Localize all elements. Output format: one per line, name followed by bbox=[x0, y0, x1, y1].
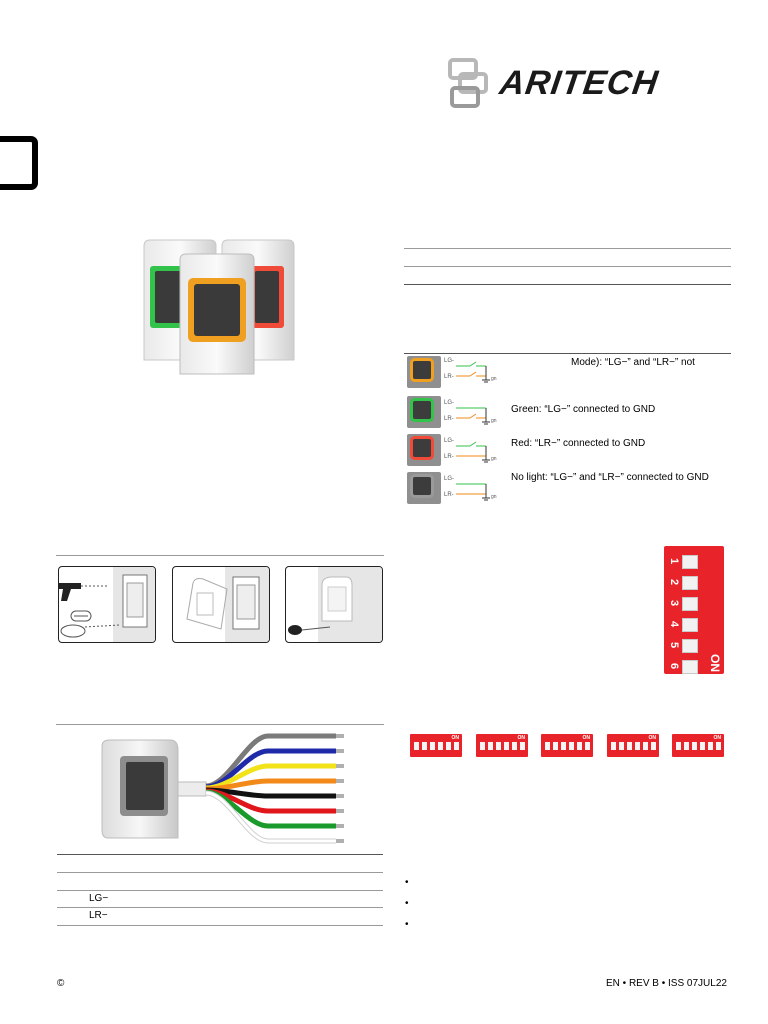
led-swatch-green bbox=[407, 396, 441, 428]
dip-toggle bbox=[682, 576, 698, 590]
switch-diagram-icon bbox=[456, 441, 490, 463]
dip-number: 4 bbox=[668, 620, 680, 628]
bullet-icon: • bbox=[405, 919, 409, 930]
terminal-label: LR- bbox=[444, 492, 454, 498]
brand-name: ARITECH bbox=[497, 64, 661, 102]
dip-on-label: ON bbox=[708, 654, 722, 672]
led-swatch-orange bbox=[407, 356, 441, 388]
dip-example: ON bbox=[607, 734, 659, 757]
dip-example: ON bbox=[541, 734, 593, 757]
install-step-1-image bbox=[58, 566, 156, 643]
dip-example-on-label: ON bbox=[517, 735, 526, 741]
rule bbox=[57, 872, 383, 873]
led-mode-label: Green: “LG−” connected to GND bbox=[511, 404, 656, 415]
wire-tip-2 bbox=[336, 764, 344, 768]
footer-revision: EN • REV B • ISS 07JUL22 bbox=[606, 978, 727, 989]
page-edge-tab bbox=[0, 136, 38, 190]
led-swatch-off bbox=[407, 472, 441, 504]
dip-example-on-label: ON bbox=[648, 735, 657, 741]
rule bbox=[57, 907, 383, 908]
led-mode-label: No light: “LG−” and “LR−” connected to G… bbox=[511, 472, 709, 483]
dip-number: 5 bbox=[668, 641, 680, 649]
install-step-2-image bbox=[172, 566, 270, 643]
dip-toggle bbox=[682, 555, 698, 569]
rule bbox=[404, 266, 731, 267]
dip-toggle bbox=[682, 639, 698, 653]
terminal-label: LG- bbox=[444, 400, 455, 406]
rule bbox=[57, 890, 383, 891]
dip-example: ON bbox=[672, 734, 724, 757]
wire-table-cell: LG− bbox=[89, 893, 109, 904]
terminal-label: LG- bbox=[444, 438, 455, 444]
led-mode-label: Mode): “LG−” and “LR−” not bbox=[571, 357, 695, 368]
wire-tip-6 bbox=[336, 824, 344, 828]
dip-example-on-label: ON bbox=[451, 735, 460, 741]
wire-7-core bbox=[205, 791, 336, 843]
ground-label: gn bbox=[491, 418, 497, 424]
wire-tip-4 bbox=[336, 794, 344, 798]
bullet-icon: • bbox=[405, 898, 409, 909]
wire-tip-3 bbox=[336, 779, 344, 783]
terminal-label: LR- bbox=[444, 454, 454, 460]
ground-label: gn bbox=[491, 376, 497, 382]
dip-example-on-label: ON bbox=[582, 735, 591, 741]
dip-example: ON bbox=[476, 734, 528, 757]
rule bbox=[57, 925, 383, 926]
dip-example: ON bbox=[410, 734, 462, 757]
ground-label: gn bbox=[491, 494, 497, 500]
wire-table-cell: LR− bbox=[89, 910, 108, 921]
install-step-3-image bbox=[285, 566, 383, 643]
dip-number: 2 bbox=[668, 578, 680, 586]
dip-example-on-label: ON bbox=[713, 735, 722, 741]
bullet-icon: • bbox=[405, 877, 409, 888]
product-readers-image bbox=[143, 239, 295, 375]
dip-number: 6 bbox=[668, 662, 680, 670]
dip-switch-6: 1 2 3 4 5 6 ON bbox=[664, 546, 724, 674]
switch-diagram-icon bbox=[456, 407, 490, 425]
terminal-label: LR- bbox=[444, 374, 454, 380]
footer-copyright: © bbox=[57, 978, 65, 989]
switch-diagram-icon bbox=[456, 361, 490, 383]
wire-bundle bbox=[205, 733, 344, 844]
terminal-label: LG- bbox=[444, 358, 455, 364]
dip-toggle bbox=[682, 597, 698, 611]
dip-toggle bbox=[682, 660, 698, 674]
dip-number: 3 bbox=[668, 599, 680, 607]
logo-squares-icon bbox=[448, 58, 488, 108]
terminal-label: LR- bbox=[444, 416, 454, 422]
rule bbox=[404, 353, 731, 354]
dip-toggle bbox=[682, 618, 698, 632]
rule bbox=[57, 854, 383, 855]
wiring-diagram-image bbox=[101, 733, 344, 844]
wire-tip-0 bbox=[336, 734, 344, 738]
switch-diagram-icon bbox=[456, 483, 490, 501]
rule bbox=[56, 724, 384, 725]
rule bbox=[56, 555, 384, 556]
wire-tip-1 bbox=[336, 749, 344, 753]
dip-number: 1 bbox=[668, 557, 680, 565]
led-mode-label: Red: “LR−” connected to GND bbox=[511, 438, 646, 449]
wire-7 bbox=[205, 790, 336, 844]
rule bbox=[404, 248, 731, 249]
ground-label: gn bbox=[491, 456, 497, 462]
wire-tip-5 bbox=[336, 809, 344, 813]
rule bbox=[404, 284, 731, 285]
terminal-label: LG- bbox=[444, 476, 455, 482]
led-swatch-red bbox=[407, 434, 441, 466]
wire-tip-7 bbox=[336, 839, 344, 843]
